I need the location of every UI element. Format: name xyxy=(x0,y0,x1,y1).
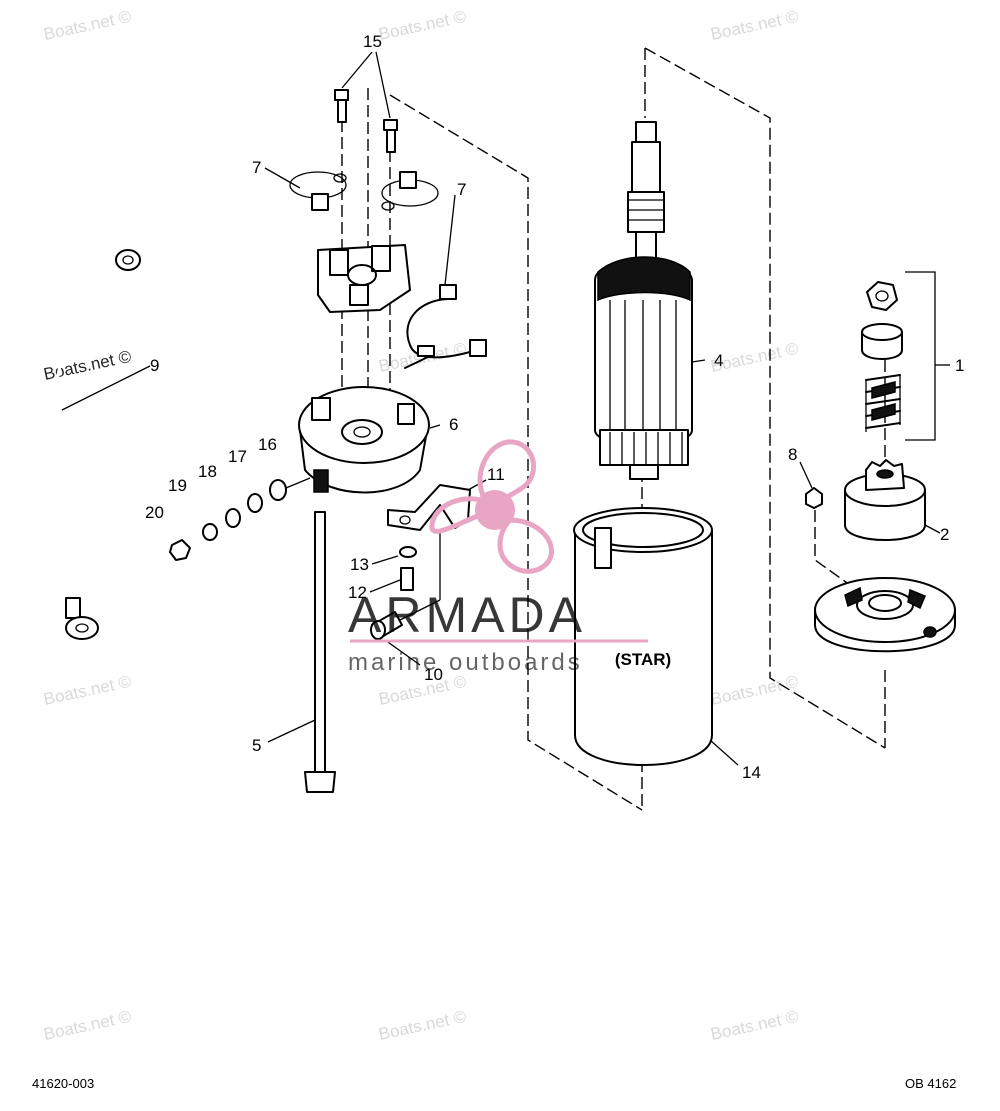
armada-logo: ARMADA marine outboards xyxy=(348,439,648,676)
field-housing: (STAR) xyxy=(573,507,713,766)
part-label-13: 13 xyxy=(350,555,369,574)
screws xyxy=(334,89,398,153)
mounting-bracket xyxy=(370,484,471,640)
battery-cable xyxy=(50,249,141,640)
watermark: Boats.net © xyxy=(42,1007,134,1044)
watermark: Boats.net © xyxy=(709,1007,801,1044)
watermark: Boats.net © xyxy=(709,672,801,709)
part-label-2: 2 xyxy=(940,525,949,544)
watermark: Boats.net © xyxy=(709,7,801,44)
terminal-hardware xyxy=(169,477,311,561)
part-label-17: 17 xyxy=(228,447,247,466)
watermark-dark: Boats.net © xyxy=(42,347,134,384)
part-label-18: 18 xyxy=(198,462,217,481)
assembly-guide-lines xyxy=(341,47,886,811)
watermark: Boats.net © xyxy=(42,672,134,709)
propeller-icon xyxy=(429,439,555,574)
part-label-6: 6 xyxy=(449,415,458,434)
part-label-12: 12 xyxy=(348,583,367,602)
part-label-14: 14 xyxy=(742,763,761,782)
armature xyxy=(594,121,693,480)
end-cap xyxy=(298,386,430,494)
part-label-7-b: 7 xyxy=(457,180,466,199)
housing-marking: (STAR) xyxy=(615,650,671,669)
logo-name: ARMADA xyxy=(348,587,586,643)
drive-hardware xyxy=(861,281,903,432)
through-bolt xyxy=(304,511,336,793)
watermark: Boats.net © xyxy=(377,1007,469,1044)
brush-lead xyxy=(404,284,487,369)
part-label-5: 5 xyxy=(252,736,261,755)
part-label-10: 10 xyxy=(424,665,443,684)
part-label-9: 9 xyxy=(150,356,159,375)
part-label-1: 1 xyxy=(955,356,964,375)
diagram-id: 41620-003 xyxy=(32,1076,94,1091)
part-label-19: 19 xyxy=(168,476,187,495)
small-nut xyxy=(805,487,823,509)
part-label-4: 4 xyxy=(714,351,723,370)
figure-code: OB 4162 xyxy=(905,1076,956,1091)
logo-tagline: marine outboards xyxy=(348,649,583,676)
drive-end-cap xyxy=(814,577,956,653)
watermark: Boats.net © xyxy=(377,7,469,44)
part-labels: 15 7 7 9 4 1 6 16 17 18 19 20 11 8 2 13 … xyxy=(145,32,964,782)
watermark: Boats.net © xyxy=(42,7,134,44)
pinion-gear xyxy=(844,459,926,541)
part-label-7: 7 xyxy=(252,158,261,177)
brush-springs xyxy=(289,171,439,211)
part-label-16: 16 xyxy=(258,435,277,454)
leader-lines xyxy=(61,51,950,766)
part-label-15: 15 xyxy=(363,32,382,51)
part-label-20: 20 xyxy=(145,503,164,522)
brush-holder xyxy=(317,244,411,313)
watermark: Boats.net © xyxy=(377,672,469,709)
part-label-11: 11 xyxy=(487,465,505,484)
part-label-8: 8 xyxy=(788,445,797,464)
